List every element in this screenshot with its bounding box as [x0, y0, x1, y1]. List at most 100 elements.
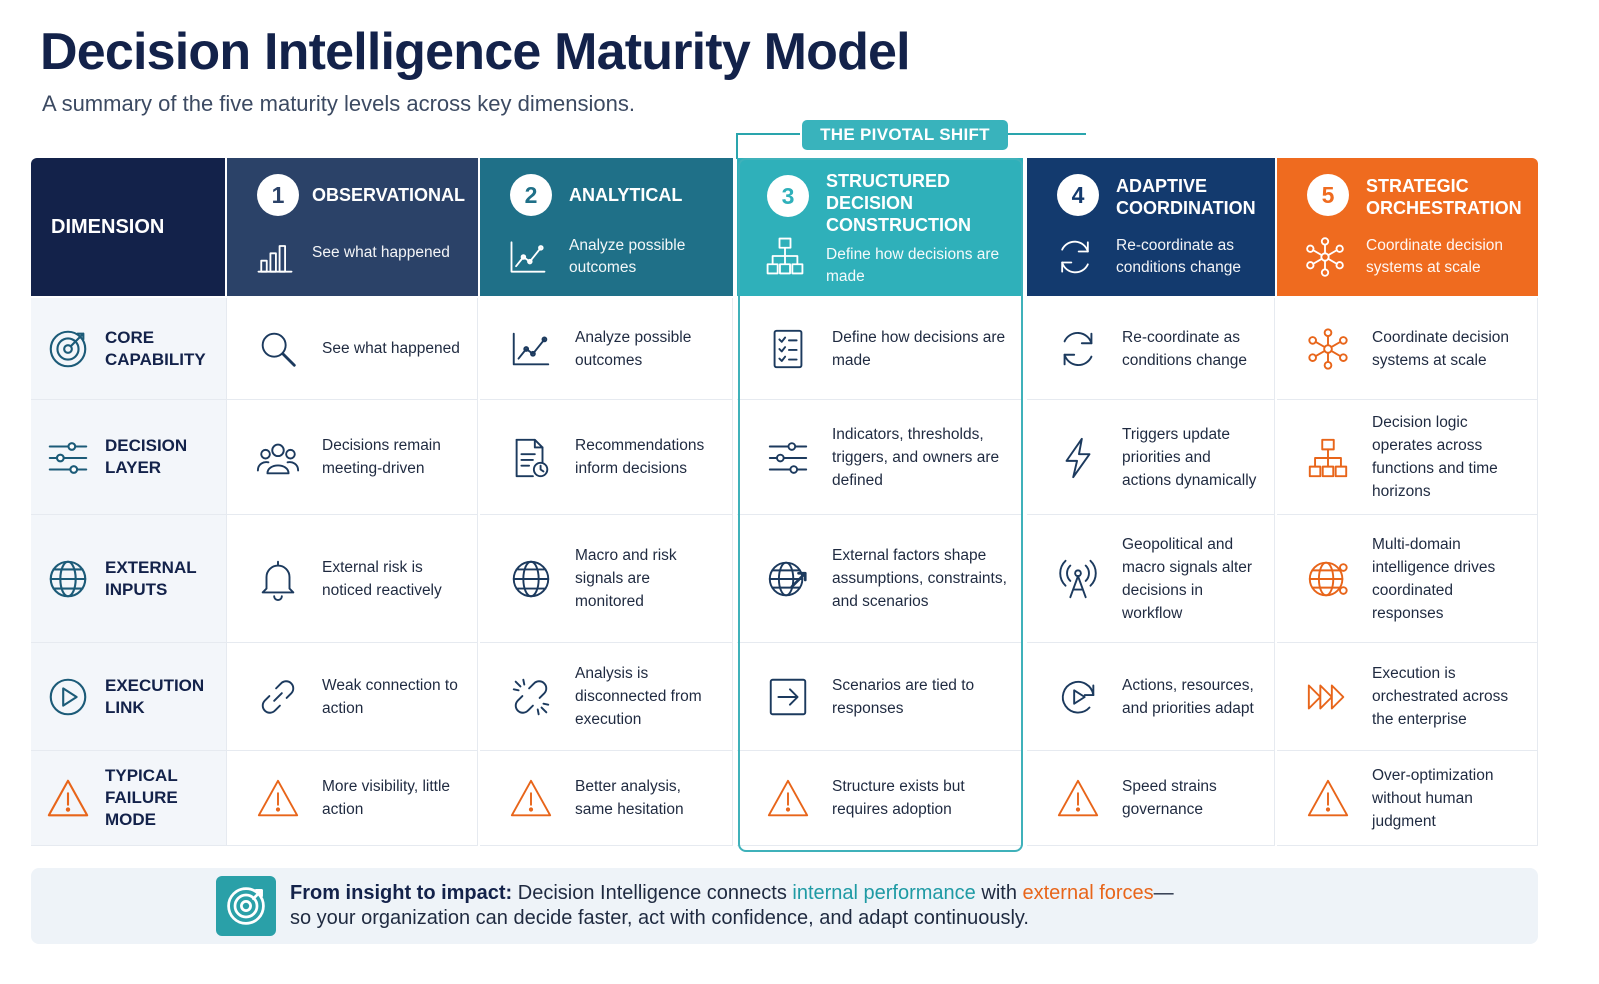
maturity-cell: Triggers update priorities and actions d…: [1027, 400, 1275, 515]
dimension-label: EXTERNAL INPUTS: [105, 557, 197, 599]
cell-text: Better analysis, same hesitation: [575, 778, 684, 818]
cell-text: Speed strains governance: [1122, 778, 1217, 818]
pivot-line-left: [736, 133, 800, 135]
level-header-2: 2 ANALYTICAL Analyze possible outcomes: [480, 158, 733, 296]
level-subtitle: Analyze possible outcomes: [569, 237, 686, 276]
cell-text: External risk is noticed reactively: [322, 558, 442, 599]
maturity-cell: Indicators, thresholds, triggers, and ow…: [737, 400, 1023, 515]
network-icon: [1305, 326, 1351, 372]
play-cycle-icon: [1055, 674, 1101, 720]
pivotal-shift-badge: THE PIVOTAL SHIFT: [802, 120, 1008, 150]
dimension-cell: EXTERNAL INPUTS: [31, 515, 227, 643]
cell-text: More visibility, little action: [322, 778, 451, 818]
cell-text: Triggers update priorities and actions d…: [1122, 425, 1257, 489]
cell-text: Macro and risk signals are monitored: [575, 547, 677, 610]
level-number-badge: 2: [510, 174, 552, 216]
maturity-cell: Re-coordinate as conditions change: [1027, 298, 1275, 400]
footer-line-2: so your organization can decide faster, …: [290, 907, 1029, 929]
hierarchy-icon: [763, 234, 807, 278]
footer-text-part2: with: [975, 882, 1023, 904]
maturity-cell: Execution is orchestrated across the ent…: [1277, 643, 1538, 751]
level-title: ADAPTIVE COORDINATION: [1116, 176, 1256, 218]
target-icon: [45, 326, 91, 372]
maturity-cell: Structure exists but requires adoption: [737, 751, 1023, 846]
refresh-icon: [1053, 235, 1097, 279]
maturity-cell: Analysis is disconnected from execution: [480, 643, 733, 751]
dimension-label: DECISION LAYER: [105, 436, 188, 477]
line-chart-icon: [508, 326, 554, 372]
hierarchy-icon: [1305, 435, 1351, 481]
footer-highlight-external: external forces: [1022, 882, 1154, 904]
magnifier-icon: [255, 326, 301, 372]
maturity-cell: Decision logic operates across functions…: [1277, 400, 1538, 515]
maturity-cell: More visibility, little action: [227, 751, 478, 846]
signal-tower-icon: [1055, 556, 1101, 602]
maturity-cell: Multi-domain intelligence drives coordin…: [1277, 515, 1538, 643]
footer-line-1: From insight to impact: Decision Intelli…: [290, 882, 1174, 905]
level-number-badge: 4: [1057, 174, 1099, 216]
pivotal-shift-callout: THE PIVOTAL SHIFT: [736, 118, 1086, 159]
cell-text: Actions, resources, and priorities adapt: [1122, 676, 1254, 717]
dimension-label: CORE CAPABILITY: [105, 327, 206, 369]
dimension-cell: DECISION LAYER: [31, 400, 227, 515]
warning-icon: [255, 776, 301, 822]
dimension-cell: TYPICAL FAILURE MODE: [31, 751, 227, 846]
cell-text: Structure exists but requires adoption: [832, 778, 965, 818]
network-icon: [1303, 235, 1347, 279]
level-title: STRUCTURED DECISION CONSTRUCTION: [826, 171, 971, 235]
level-subtitle: Re-coordinate as conditions change: [1116, 237, 1241, 276]
maturity-cell: Scenarios are tied to responses: [737, 643, 1023, 751]
footer-lead: From insight to impact:: [290, 882, 513, 904]
target-icon: [216, 876, 276, 936]
maturity-cell: External risk is noticed reactively: [227, 515, 478, 643]
maturity-cell: Analyze possible outcomes: [480, 298, 733, 400]
warning-icon: [1305, 776, 1351, 822]
maturity-cell: External factors shape assumptions, cons…: [737, 515, 1023, 643]
maturity-cell: Recommendations inform decisions: [480, 400, 733, 515]
pivot-line-right: [1008, 133, 1086, 135]
level-title: ANALYTICAL: [569, 185, 683, 205]
maturity-cell: Define how decisions are made: [737, 298, 1023, 400]
maturity-cell: Speed strains governance: [1027, 751, 1275, 846]
maturity-cell: Macro and risk signals are monitored: [480, 515, 733, 643]
people-icon: [255, 435, 301, 481]
line-chart-icon: [506, 235, 550, 279]
maturity-cell: Weak connection to action: [227, 643, 478, 751]
cell-text: Analysis is disconnected from execution: [575, 665, 702, 728]
maturity-cell: See what happened: [227, 298, 478, 400]
warning-icon: [45, 776, 91, 822]
cell-text: Weak connection to action: [322, 676, 458, 717]
page-title: Decision Intelligence Maturity Model: [40, 23, 911, 81]
level-subtitle: Coordinate decision systems at scale: [1366, 237, 1504, 276]
broken-link-icon: [508, 674, 554, 720]
sliders-icon: [765, 435, 811, 481]
refresh-icon: [1055, 326, 1101, 372]
fast-forward-icon: [1305, 674, 1351, 720]
play-circle-icon: [45, 674, 91, 720]
level-header-5: 5 STRATEGIC ORCHESTRATION Coordinate decis…: [1277, 158, 1538, 296]
cell-text: Indicators, thresholds, triggers, and ow…: [832, 425, 1000, 489]
maturity-cell: Geopolitical and macro signals alter dec…: [1027, 515, 1275, 643]
dimension-cell: CORE CAPABILITY: [31, 298, 227, 400]
footer-banner: From insight to impact: Decision Intelli…: [31, 868, 1538, 944]
pivot-line-vertical: [736, 133, 738, 159]
level-subtitle: See what happened: [312, 244, 450, 261]
maturity-cell: Actions, resources, and priorities adapt: [1027, 643, 1275, 751]
cell-text: External factors shape assumptions, cons…: [832, 547, 1007, 610]
level-number-badge: 5: [1307, 174, 1349, 216]
maturity-cell: Over-optimization without human judgment: [1277, 751, 1538, 846]
dimension-cell: EXECUTION LINK: [31, 643, 227, 751]
level-title: STRATEGIC ORCHESTRATION: [1366, 176, 1522, 218]
maturity-cell: Better analysis, same hesitation: [480, 751, 733, 846]
maturity-cell: Coordinate decision systems at scale: [1277, 298, 1538, 400]
cell-text: Define how decisions are made: [832, 328, 1006, 369]
dimension-header-label: DIMENSION: [51, 216, 165, 238]
cell-text: Recommendations inform decisions: [575, 437, 705, 477]
dimension-label: TYPICAL FAILURE MODE: [105, 766, 178, 829]
cell-text: Scenarios are tied to responses: [832, 676, 975, 717]
warning-icon: [765, 776, 811, 822]
maturity-cell: Decisions remain meeting-driven: [227, 400, 478, 515]
bar-chart-icon: [253, 235, 297, 279]
bell-icon: [255, 556, 301, 602]
